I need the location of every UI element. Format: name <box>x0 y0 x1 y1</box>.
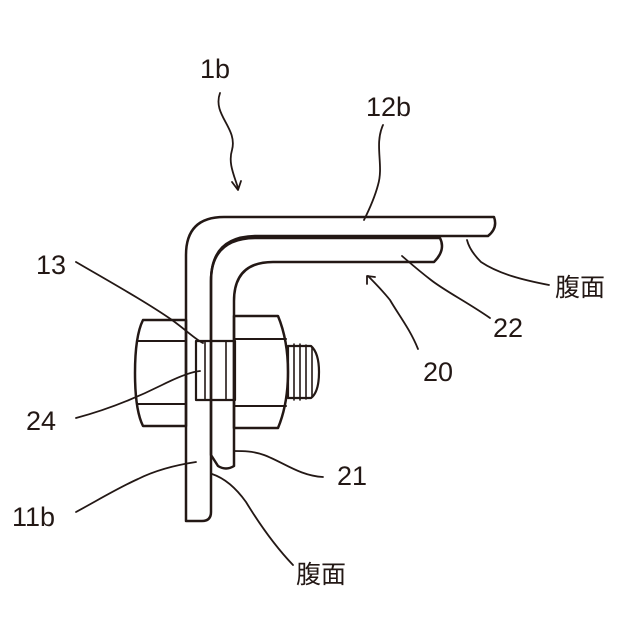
leader-1b <box>218 93 238 188</box>
leader-11b <box>76 462 196 512</box>
label-web-face-right: 腹面 <box>555 273 605 302</box>
label-13: 13 <box>36 250 66 280</box>
leader-12b <box>364 125 383 220</box>
leader-22 <box>402 256 490 318</box>
label-1b: 1b <box>200 54 230 84</box>
label-24: 24 <box>26 406 56 436</box>
leader-lines <box>76 93 549 565</box>
label-web-face-bottom: 腹面 <box>296 560 346 589</box>
label-22: 22 <box>493 313 523 343</box>
nut <box>234 316 288 428</box>
label-20: 20 <box>423 357 453 387</box>
leader-21 <box>234 451 323 477</box>
leader-20 <box>368 276 418 349</box>
label-11b: 11b <box>12 502 55 532</box>
label-12b: 12b <box>366 92 411 122</box>
labels: 1b 12b 13 24 11b 21 20 22 腹面 腹面 <box>12 54 605 589</box>
leader-web-face-right <box>467 240 549 285</box>
bolt-head <box>135 320 186 426</box>
liner-member <box>211 238 442 469</box>
spacer <box>196 341 235 400</box>
bolt-thread <box>288 344 319 400</box>
label-21: 21 <box>337 461 367 491</box>
leader-web-face-bottom <box>212 474 293 565</box>
